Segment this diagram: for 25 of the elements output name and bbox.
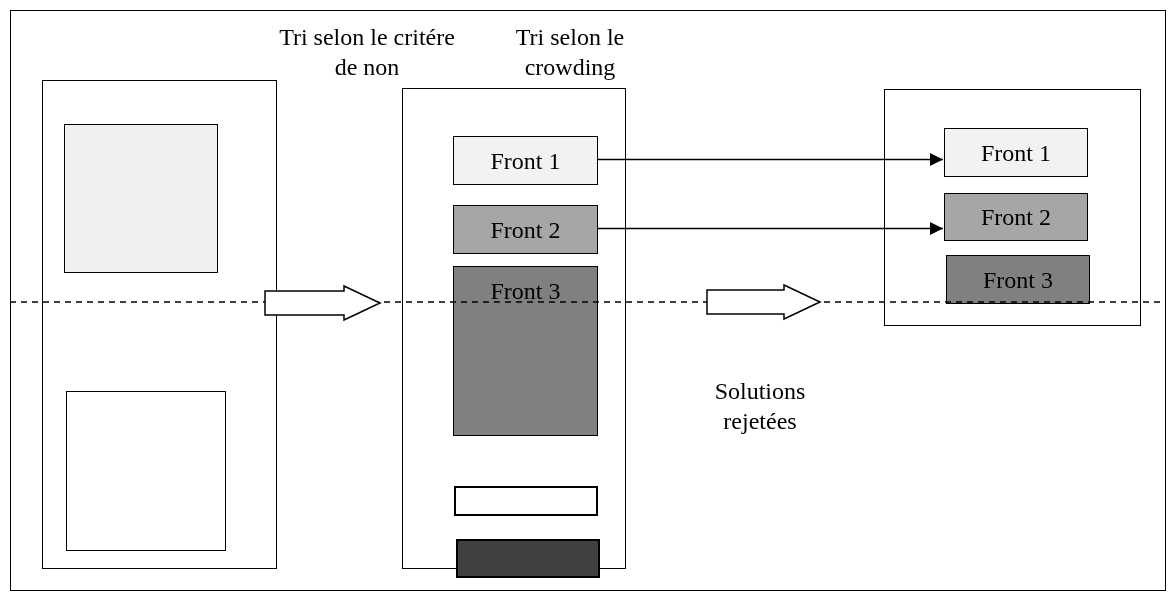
step-caption: Solutions rejetées [713,377,807,436]
front-box [944,193,1088,241]
step-caption: Tri selon le crowding [514,23,626,82]
bar-box [456,539,600,578]
empty-box [884,89,1141,326]
front-label: Front 1 [981,140,1051,165]
front-label: Front 1 [490,148,561,173]
front-box [946,255,1090,304]
block-arrow [264,284,382,322]
bar-box [454,486,598,516]
arrow [596,153,944,166]
front-box [453,266,598,436]
front-box [453,136,598,185]
front-label: Front 2 [981,205,1051,229]
empty-box [42,80,277,569]
empty-box [64,124,218,273]
front-label: Front 2 [490,217,561,242]
front-box [453,205,598,254]
step-caption: Tri selon le critére de non [278,23,456,82]
front-label: Front 3 [983,267,1053,292]
front-box [944,128,1088,177]
empty-box [66,391,226,551]
front-label: Front 3 [490,279,561,303]
block-arrow [706,283,822,321]
arrow [596,222,944,235]
